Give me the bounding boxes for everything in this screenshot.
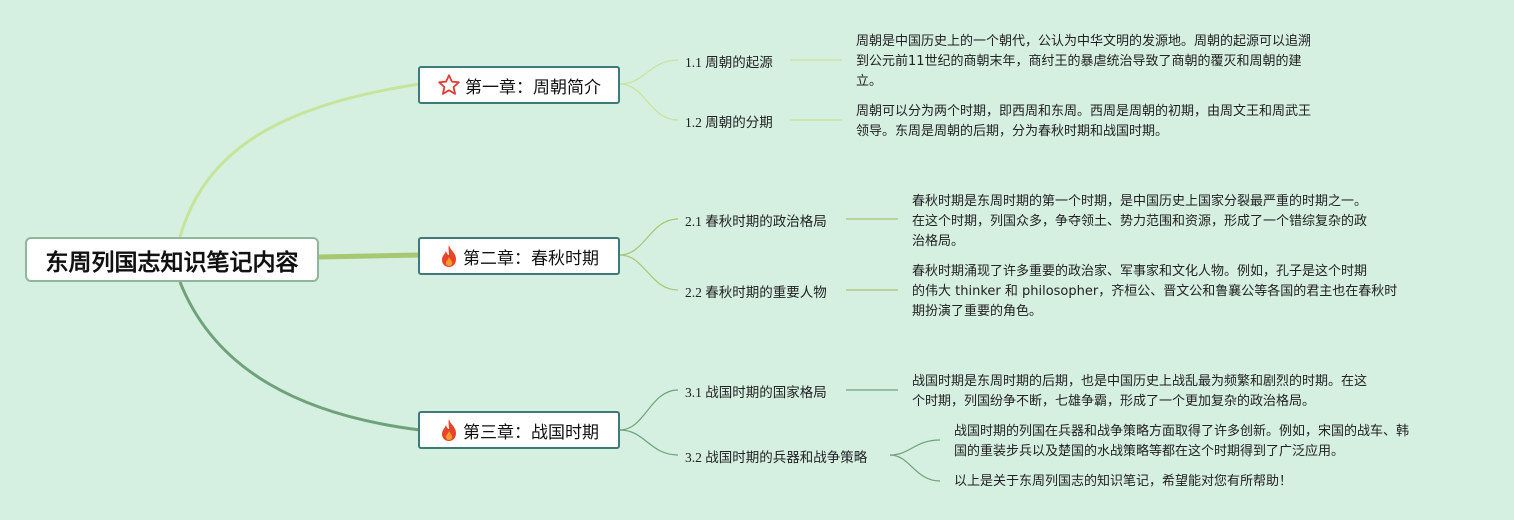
section-3-1-topic[interactable]: 3.1 战国时期的国家格局 <box>685 381 827 401</box>
root-topic-label: 东周列国志知识笔记内容 <box>45 249 299 276</box>
detail-line: 战国时期的列国在兵器和战争策略方面取得了许多创新。例如，宋国的战车、韩 <box>954 424 1410 439</box>
chapter-1-label: 第一章：周朝简介 <box>465 77 601 98</box>
connector-ch3-s31 <box>619 389 679 431</box>
section-1-2-topic[interactable]: 1.2 周朝的分期 <box>685 111 773 131</box>
chapter-3-topic[interactable]: 第三章：战国时期 <box>418 411 620 449</box>
detail-line: 以上是关于东周列国志的知识笔记，希望能对您有所帮助！ <box>954 474 1293 489</box>
fire-icon <box>439 418 459 442</box>
connector-ch2-s22 <box>619 254 679 291</box>
connector-root-ch2 <box>318 252 421 260</box>
detail-summary[interactable]: 以上是关于东周列国志的知识笔记，希望能对您有所帮助！ <box>954 472 1469 492</box>
section-2-2-label: 2.2 春秋时期的重要人物 <box>685 285 827 300</box>
detail-line: 立。 <box>856 74 883 89</box>
section-2-1-label: 2.1 春秋时期的政治格局 <box>685 214 827 229</box>
section-2-1-topic[interactable]: 2.1 春秋时期的政治格局 <box>685 210 827 230</box>
detail-line: 国的重装步兵以及楚国的水战策略等都在这个时期得到了广泛应用。 <box>954 444 1345 459</box>
section-1-1-topic[interactable]: 1.1 周朝的起源 <box>685 51 773 71</box>
detail-line: 在这个时期，列国众多，争夺领土、势力范围和资源，形成了一个错综复杂的政 <box>912 214 1368 229</box>
detail-line: 周朝是中国历史上的一个朝代，公认为中华文明的发源地。周朝的起源可以追溯 <box>856 34 1312 49</box>
section-3-2-label: 3.2 战国时期的兵器和战争策略 <box>685 450 868 465</box>
detail-line: 期扮演了重要的角色。 <box>912 304 1043 319</box>
root-topic[interactable]: 东周列国志知识笔记内容 <box>25 237 319 282</box>
section-1-1-label: 1.1 周朝的起源 <box>685 55 773 70</box>
detail-line: 春秋时期是东周时期的第一个时期，是中国历史上国家分裂最严重的时期之一。 <box>912 194 1368 209</box>
detail-3-1[interactable]: 战国时期是东周时期的后期，也是中国历史上战乱最为频繁和剧烈的时期。在这 个时期，… <box>912 372 1422 412</box>
chapter-3-label: 第三章：战国时期 <box>463 422 599 443</box>
detail-line: 战国时期是东周时期的后期，也是中国历史上战乱最为频繁和剧烈的时期。在这 <box>912 374 1368 389</box>
chapter-1-topic[interactable]: 第一章：周朝简介 <box>418 66 620 104</box>
section-1-2-label: 1.2 周朝的分期 <box>685 115 773 130</box>
section-2-2-topic[interactable]: 2.2 春秋时期的重要人物 <box>685 281 827 301</box>
chapter-2-label: 第二章：春秋时期 <box>463 248 599 269</box>
section-3-1-label: 3.1 战国时期的国家格局 <box>685 385 827 400</box>
detail-line: 到公元前11世纪的商朝末年，商纣王的暴虐统治导致了商朝的覆灭和周朝的建 <box>856 54 1302 69</box>
detail-line: 领导。东周是周朝的后期，分为春秋时期和战国时期。 <box>856 124 1169 139</box>
detail-3-2[interactable]: 战国时期的列国在兵器和战争策略方面取得了许多创新。例如，宋国的战车、韩 国的重装… <box>954 422 1469 462</box>
detail-2-1[interactable]: 春秋时期是东周时期的第一个时期，是中国历史上国家分裂最严重的时期之一。 在这个时… <box>912 192 1422 252</box>
section-3-2-topic[interactable]: 3.2 战国时期的兵器和战争策略 <box>685 446 867 466</box>
chapter-2-topic[interactable]: 第二章：春秋时期 <box>418 237 620 275</box>
detail-1-1[interactable]: 周朝是中国历史上的一个朝代，公认为中华文明的发源地。周朝的起源可以追溯 到公元前… <box>856 32 1356 92</box>
connector-s32-d6 <box>889 439 941 456</box>
detail-1-2[interactable]: 周朝可以分为两个时期，即西周和东周。西周是周朝的初期，由周文王和周武王 领导。东… <box>856 102 1356 142</box>
detail-line: 的伟大 thinker 和 philosopher，齐桓公、晋文公和鲁襄公等各国… <box>912 284 1398 299</box>
connector-ch1-s11 <box>619 59 679 85</box>
connector-ch3-s32 <box>619 429 679 456</box>
detail-line: 春秋时期涌现了许多重要的政治家、军事家和文化人物。例如，孔子是这个时期 <box>912 264 1368 279</box>
connector-s32-d7 <box>889 454 941 482</box>
detail-line: 个时期，列国纷争不断，七雄争霸，形成了一个更加复杂的政治格局。 <box>912 394 1316 409</box>
connector-root-ch3 <box>178 281 421 432</box>
connector-ch1-s12 <box>619 83 679 121</box>
connector-ch2-s21 <box>619 218 679 256</box>
fire-icon <box>439 244 459 268</box>
detail-line: 周朝可以分为两个时期，即西周和东周。西周是周朝的初期，由周文王和周武王 <box>856 104 1312 119</box>
connector-root-ch1 <box>178 82 421 238</box>
detail-2-2[interactable]: 春秋时期涌现了许多重要的政治家、军事家和文化人物。例如，孔子是这个时期 的伟大 … <box>912 262 1422 322</box>
detail-line: 治格局。 <box>912 234 965 249</box>
star-outline-icon <box>437 73 461 97</box>
